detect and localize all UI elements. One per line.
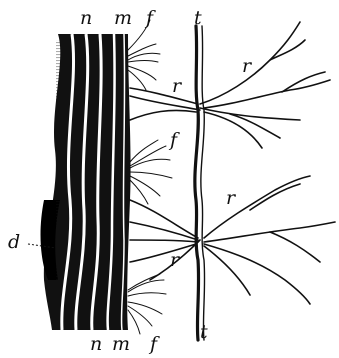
label-t-top: t <box>194 7 202 29</box>
label-r-upper-left: r <box>172 75 183 97</box>
label-f-bottom: f <box>148 333 160 355</box>
label-n-bottom: n <box>90 333 102 355</box>
label-d-left: d <box>8 231 20 253</box>
label-t-bottom: t <box>200 321 208 343</box>
trunk-fiber <box>195 26 205 340</box>
upper-branches <box>130 22 330 148</box>
fiber-tuft-middle <box>130 140 172 204</box>
label-r-upper-right: r <box>242 55 253 77</box>
nerve-bundle <box>41 34 131 330</box>
label-m-bottom: m <box>112 333 130 355</box>
label-f-top: f <box>144 7 156 29</box>
label-r-middle-right: r <box>226 187 237 209</box>
fiber-tuft-top <box>128 20 160 90</box>
label-n-top: n <box>80 7 92 29</box>
fiber-tuft-bottom <box>128 274 166 334</box>
label-r-lower: r <box>170 249 181 271</box>
label-m-top: m <box>114 7 132 29</box>
label-f-middle: f <box>168 129 180 151</box>
